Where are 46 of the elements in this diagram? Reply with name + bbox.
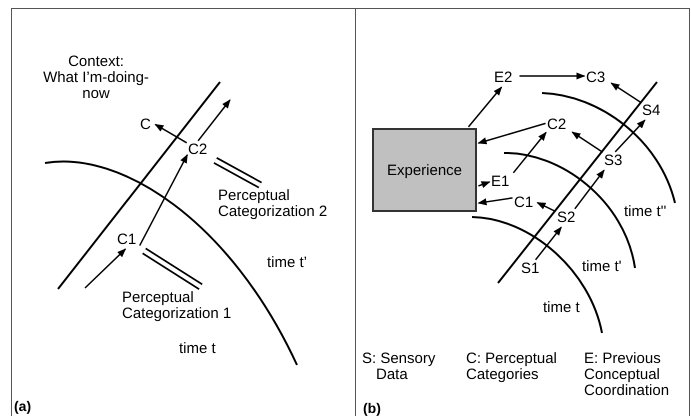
time-label: time t xyxy=(543,300,580,316)
category-label: C3 xyxy=(586,70,610,86)
arrow xyxy=(468,86,502,128)
experience-box: Experience xyxy=(372,128,477,212)
category-label: C1 xyxy=(514,195,536,211)
arrow xyxy=(614,119,646,152)
arrow xyxy=(478,197,513,206)
time-label: time t’ xyxy=(267,255,308,271)
sensory-label: S2 xyxy=(557,210,581,226)
panel-frame xyxy=(356,8,690,416)
categorization-label: Perceptual Categorization 1 xyxy=(122,290,250,322)
arrow xyxy=(574,169,605,210)
sensory-label: S3 xyxy=(604,153,628,169)
coordination-label: E2 xyxy=(494,70,518,86)
category-label: C2 xyxy=(547,117,571,133)
category-label: C2 xyxy=(188,142,210,158)
arrow xyxy=(512,132,547,174)
arrow xyxy=(572,132,604,153)
panel-frame xyxy=(11,8,356,416)
double-line xyxy=(142,248,203,290)
arrow xyxy=(478,181,490,188)
category-label: C1 xyxy=(117,232,139,248)
sensory-label: S1 xyxy=(521,261,545,277)
categorization-label: Perceptual Categorization 2 xyxy=(218,188,346,220)
key-text: S: Sensory Data xyxy=(362,351,436,383)
key-text: E: Previous Conceptual Coordination xyxy=(584,351,670,399)
key-text: C: Perceptual Categories xyxy=(466,351,558,383)
heading-text: Context: xyxy=(68,54,124,70)
panel-tag: (a) xyxy=(14,398,32,414)
arrow xyxy=(520,72,586,80)
category-label: C xyxy=(140,117,154,133)
arrow xyxy=(198,99,231,142)
arrow xyxy=(534,226,562,260)
time-label: time t'' xyxy=(624,204,666,220)
time-label: time t' xyxy=(582,259,622,275)
arrow xyxy=(84,248,126,289)
sensory-label: S4 xyxy=(642,103,666,119)
arrow xyxy=(154,124,188,144)
time-label: time t xyxy=(179,341,216,357)
context-text: What I’m-doing- now xyxy=(42,70,150,102)
arrow xyxy=(478,122,546,144)
arrow xyxy=(536,202,556,212)
arrow xyxy=(139,154,188,246)
arrow xyxy=(610,82,642,103)
coordination-label: E1 xyxy=(491,174,513,190)
panel-tag: (b) xyxy=(363,400,381,416)
